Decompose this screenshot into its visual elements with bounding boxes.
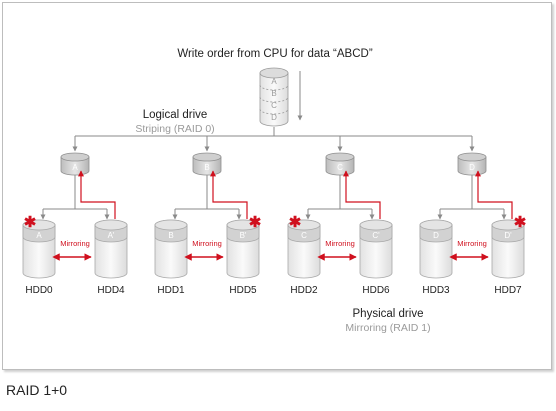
disk-block-label: D' xyxy=(504,231,512,240)
diagram-title: Write order from CPU for data “ABCD” xyxy=(177,48,373,60)
write-ack-arrow xyxy=(78,170,116,219)
stripe-cylinder: C xyxy=(325,152,355,176)
stripe-cylinder: D xyxy=(457,152,487,176)
source-label-b: B xyxy=(271,89,276,98)
diagram-frame: Write order from CPU for data “ABCD” A B… xyxy=(2,2,552,370)
hdd-name-label: HDD3 xyxy=(422,285,450,296)
hdd-disk: C HDD2 xyxy=(287,219,321,296)
write-ack-arrow xyxy=(210,170,248,219)
physical-drive-heading: Physical drive xyxy=(353,308,424,320)
hdd-name-label: HDD2 xyxy=(290,285,318,296)
mirroring-label: Mirroring xyxy=(457,239,487,248)
stripe-label: C xyxy=(337,163,343,172)
stripe-cylinder: B xyxy=(192,152,222,176)
logical-drive-subheading: Striping (RAID 0) xyxy=(135,123,214,135)
hdd-disk: A HDD0 xyxy=(22,219,56,296)
disk-block-label: D xyxy=(433,231,439,240)
hdd-disk: A' HDD4 xyxy=(94,219,128,296)
disk-block-label: C' xyxy=(372,231,380,240)
star-icon: ✱ xyxy=(24,214,37,231)
disk-block-label: A' xyxy=(108,231,115,240)
hdd-name-label: HDD6 xyxy=(362,285,390,296)
disk-block-label: C xyxy=(301,231,307,240)
disk-block-label: B xyxy=(168,231,173,240)
hdd-disk: D HDD3 xyxy=(419,219,453,296)
hdd-disk: D' HDD7 xyxy=(491,219,525,296)
stripe-cylinder: A xyxy=(60,152,90,176)
raid-diagram: Write order from CPU for data “ABCD” A B… xyxy=(22,48,527,334)
stripe-label: A xyxy=(72,163,78,172)
disk-block-label: B' xyxy=(240,231,247,240)
physical-drive-subheading: Mirroring (RAID 1) xyxy=(345,322,430,334)
hdd-disk: B HDD1 xyxy=(154,219,188,296)
star-icon: ✱ xyxy=(249,214,262,231)
stripe-label: B xyxy=(204,163,209,172)
source-label-d: D xyxy=(271,113,277,122)
source-label-c: C xyxy=(271,101,277,110)
star-icon: ✱ xyxy=(289,214,302,231)
disk-block-label: A xyxy=(36,231,42,240)
hdd-name-label: HDD4 xyxy=(97,285,125,296)
hdd-disk: C' HDD6 xyxy=(359,219,393,296)
stripe-label: D xyxy=(469,163,475,172)
stripe-distribution-lines xyxy=(72,127,475,152)
hdd-name-label: HDD7 xyxy=(494,285,522,296)
figure-caption: RAID 1+0 xyxy=(6,382,68,398)
hdd-name-label: HDD1 xyxy=(157,285,185,296)
hdd-name-label: HDD5 xyxy=(229,285,257,296)
star-icon: ✱ xyxy=(514,214,527,231)
source-data-cylinder: A B C D xyxy=(259,67,289,127)
logical-drive-heading: Logical drive xyxy=(143,109,208,121)
mirroring-label: Mirroring xyxy=(325,239,355,248)
write-ack-arrow xyxy=(343,170,381,219)
write-ack-arrow xyxy=(475,170,513,219)
mirroring-label: Mirroring xyxy=(192,239,222,248)
hdd-disk: B' HDD5 xyxy=(226,219,260,296)
hdd-name-label: HDD0 xyxy=(25,285,53,296)
mirroring-label: Mirroring xyxy=(60,239,90,248)
source-label-a: A xyxy=(271,77,277,86)
